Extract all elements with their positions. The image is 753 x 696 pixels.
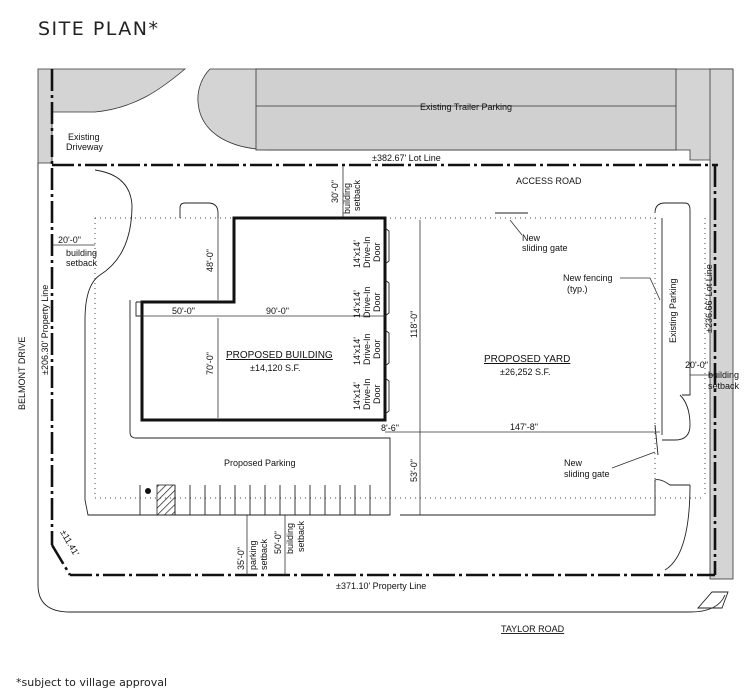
bottom-setback-dim: 50'-0" xyxy=(273,531,283,554)
parking-setback-label-2: setback xyxy=(259,538,269,570)
leader-gate-top xyxy=(509,219,523,236)
left-property-line-label: ±206.30' Property Line xyxy=(40,285,50,375)
existing-driveway-area xyxy=(37,68,187,164)
svg-text:Door: Door xyxy=(372,242,382,262)
proposed-yard-area: ±26,252 S.F. xyxy=(500,367,550,377)
right-sliding-gate xyxy=(654,424,659,456)
drive-in-doors xyxy=(384,227,390,415)
taylor-road-label: TAYLOR ROAD xyxy=(501,624,565,634)
belmont-drive-label: BELMONT DRIVE xyxy=(17,337,27,410)
corner-property-line xyxy=(50,544,72,576)
leader-fencing xyxy=(620,277,661,301)
yard-curb xyxy=(400,479,690,516)
proposed-yard-label: PROPOSED YARD xyxy=(484,354,570,365)
proposed-building-area: ±14,120 S.F. xyxy=(250,363,300,373)
svg-text:Door: Door xyxy=(372,292,382,312)
bottom-property-line-label: ±371.10' Property Line xyxy=(336,581,426,591)
proposed-building-outline xyxy=(140,216,387,422)
top-setback-label-2: setback xyxy=(352,179,362,211)
svg-text:14'x14': 14'x14' xyxy=(352,382,362,410)
parking-stalls xyxy=(174,485,371,515)
bottom-setback-label-1: building xyxy=(285,523,295,554)
svg-text:Door: Door xyxy=(372,339,382,359)
dim-53-label: 53'-0" xyxy=(409,459,419,482)
parking-setback-dim: 35'-0" xyxy=(236,547,246,570)
right-lot-line-label: ±236.66' Lot Line xyxy=(704,264,714,333)
right-gate-label-2: sliding gate xyxy=(564,469,610,479)
door-label-3: 14'x14' Drive-In Door xyxy=(352,333,382,365)
top-gate-label-1: New xyxy=(522,233,541,243)
dim-8-6-label: 8'-6" xyxy=(381,423,399,433)
left-setback-label-2: setback xyxy=(66,258,98,268)
right-parking-curve xyxy=(662,394,691,441)
svg-text:Door: Door xyxy=(372,384,382,404)
dim-70-label: 70'-0" xyxy=(205,352,215,375)
right-setback-dim: 20'-0" xyxy=(685,360,708,370)
belmont-road-edge xyxy=(37,163,726,613)
parking-setback-label-1: parking xyxy=(248,540,258,570)
top-setback-label-1: building xyxy=(342,183,352,214)
svg-text:14'x14': 14'x14' xyxy=(352,290,362,318)
new-fencing-label-2: (typ.) xyxy=(567,284,588,294)
door-label-1: 14'x14' Drive-In Door xyxy=(352,236,382,268)
existing-driveway-label-2: Driveway xyxy=(66,142,104,152)
driveway-curve-right xyxy=(664,484,691,571)
new-fencing-label-1: New fencing xyxy=(563,273,613,283)
left-setback-label-1: building xyxy=(66,248,97,258)
parking-marker xyxy=(145,488,151,494)
site-boundary xyxy=(179,202,219,218)
left-setback-dim: 20'-0" xyxy=(58,235,81,245)
access-road-label: ACCESS ROAD xyxy=(516,176,582,186)
access-road-edge xyxy=(84,169,140,516)
right-setback-label-2: setback xyxy=(708,381,740,391)
ada-stall xyxy=(156,484,176,516)
top-gate-label-2: sliding gate xyxy=(522,243,568,253)
top-lot-line-label: ±382.67' Lot Line xyxy=(372,153,441,163)
parking-curb xyxy=(129,300,391,516)
footnote: *subject to village approval xyxy=(16,676,168,689)
dim-90-label: 90'-0" xyxy=(266,306,289,316)
door-label-2: 14'x14' Drive-In Door xyxy=(352,286,382,318)
proposed-building-label: PROPOSED BUILDING xyxy=(226,350,333,361)
svg-text:Drive-In: Drive-In xyxy=(362,236,372,268)
door-label-4: 14'x14' Drive-In Door xyxy=(352,378,382,410)
existing-driveway-label-1: Existing xyxy=(68,132,100,142)
top-setback-dim: 30'-0" xyxy=(330,180,340,203)
dim-118-label: 118'-0" xyxy=(409,311,419,338)
svg-text:Drive-In: Drive-In xyxy=(362,286,372,318)
svg-text:14'x14': 14'x14' xyxy=(352,337,362,365)
existing-trailer-parking-label: Existing Trailer Parking xyxy=(420,102,512,112)
dim-147-8-label: 147'-8" xyxy=(510,422,538,432)
svg-text:Drive-In: Drive-In xyxy=(362,333,372,365)
corner-dim-label: ±11.41' xyxy=(58,528,81,558)
existing-right-area xyxy=(709,68,734,580)
dim-48-label: 48'-0" xyxy=(205,249,215,272)
right-parking-curb xyxy=(654,202,691,396)
proposed-parking-label: Proposed Parking xyxy=(224,458,296,468)
right-setback-label-1: building xyxy=(708,370,739,380)
svg-text:Drive-In: Drive-In xyxy=(362,378,372,410)
right-gate-label-1: New xyxy=(564,458,583,468)
svg-text:14'x14': 14'x14' xyxy=(352,240,362,268)
page-title: SITE PLAN* xyxy=(38,18,160,40)
trailer-parking-inner xyxy=(255,68,677,151)
bottom-setback-label-2: setback xyxy=(296,520,306,552)
existing-parking-label: Existing Parking xyxy=(668,278,678,343)
dim-50-label: 50'-0" xyxy=(172,306,195,316)
north-arrow-symbol xyxy=(697,591,729,609)
leader-gate-right xyxy=(611,451,656,469)
building-notch xyxy=(135,301,142,317)
